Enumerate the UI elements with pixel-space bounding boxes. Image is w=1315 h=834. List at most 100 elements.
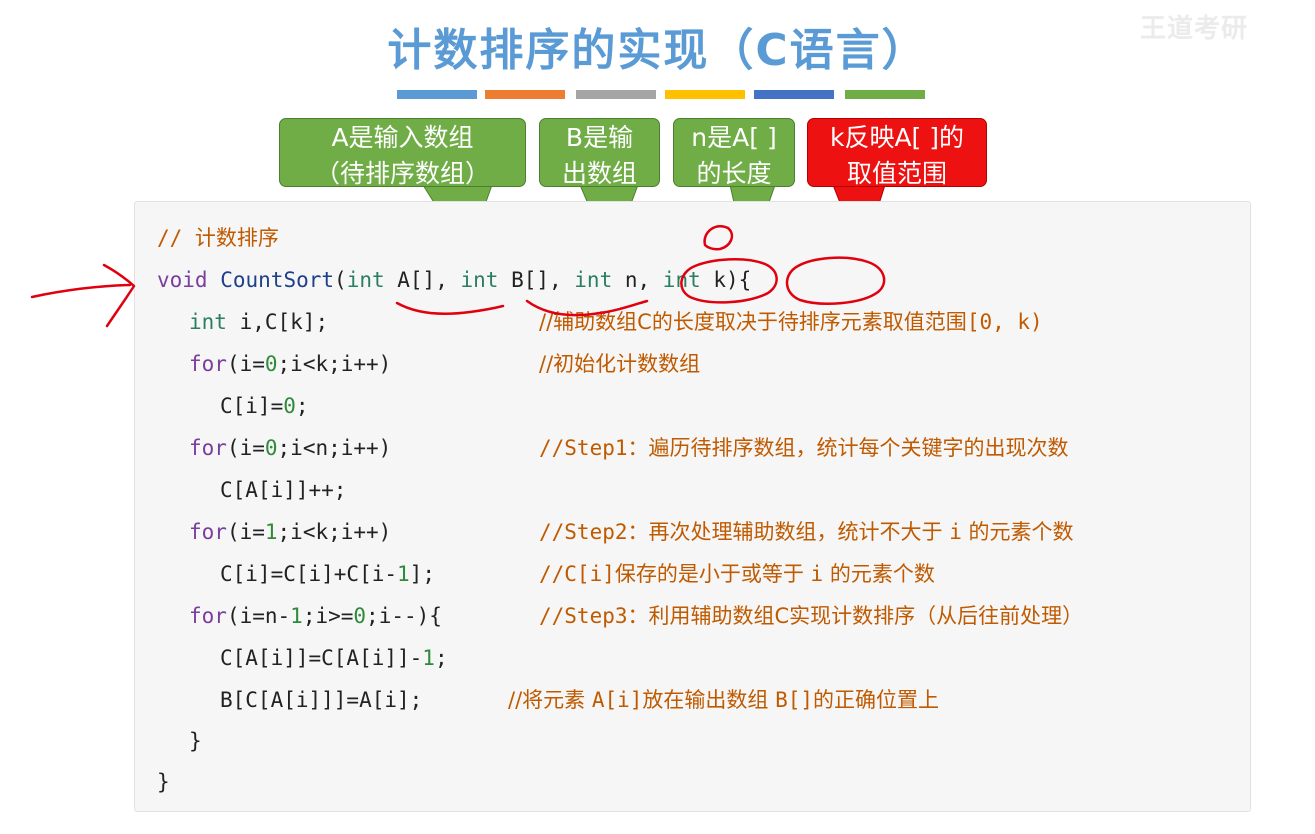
loop4-body2-comment-bb: B[] <box>775 688 814 712</box>
code-line-loop1: for(i=0;i<k;i++) <box>189 344 391 384</box>
loop3-body-one: 1 <box>397 562 410 586</box>
loop3-for: for <box>189 520 227 544</box>
code-line-loop4-body2-comment: //将元素 A[i]放在输出数组 B[]的正确位置上 <box>508 680 939 720</box>
loop2-comment: ：遍历待排序数组，统计每个关键字的出现次数 <box>627 436 1069 460</box>
code-line-close-outer: } <box>157 762 170 802</box>
loop1-for: for <box>189 352 227 376</box>
param-b-type: int <box>460 268 499 292</box>
loop4-body1-post: ; <box>434 646 448 670</box>
function-name: CountSort <box>220 268 335 292</box>
code-line-declaration-comment: //辅助数组C的长度取决于待排序元素取值范围[0, k) <box>539 302 1043 342</box>
loop2-comment-step: //Step1 <box>539 436 628 460</box>
loop4-for: for <box>189 604 227 628</box>
code-line-loop1-comment: //初始化计数数组 <box>539 344 700 384</box>
arrow-head <box>102 263 136 328</box>
loop4-body1-one: 1 <box>422 646 435 670</box>
loop3-body-pre: C[i]=C[i]+C[i- <box>220 562 398 586</box>
kw-void: void <box>157 268 208 292</box>
code-line-loop2-body: C[A[i]]++; <box>220 470 346 510</box>
loop3-comment-tail: 的元素个数 <box>961 520 1074 544</box>
callout-b-line2: 出数组 <box>561 159 637 188</box>
callout-n-line1: n是A[ ] <box>691 123 777 152</box>
callout-k-line1: k反映A[ ]的 <box>829 123 965 152</box>
code-line-comment-header: // 计数排序 <box>157 218 279 258</box>
callout-b-line1: B是输 <box>565 123 634 152</box>
loop3-mid: ;i<k;i++) <box>277 520 392 544</box>
loop2-body: C[A[i]]++; <box>220 478 347 502</box>
callout-n-line2: 的长度 <box>696 159 772 188</box>
loop1-zero: 0 <box>264 352 278 376</box>
code-line-loop3-comment: //Step2：再次处理辅助数组，统计不大于 i 的元素个数 <box>539 512 1074 552</box>
loop1-mid: ;i<k;i++) <box>277 352 392 376</box>
color-bar-6 <box>845 90 925 99</box>
param-k-type: int <box>662 268 701 292</box>
callout-a-line1: A是输入数组 <box>331 123 474 152</box>
code-line-loop4-body2: B[C[A[i]]]=A[i]; <box>220 680 422 720</box>
code-line-loop4-comment: //Step3：利用辅助数组C实现计数排序（从后往前处理） <box>539 596 1083 636</box>
loop2-mid: ;i<n;i++) <box>277 436 392 460</box>
code-line-loop2: for(i=0;i<n;i++) <box>189 428 391 468</box>
loop4-pre: (i=n- <box>226 604 291 628</box>
color-bar-4 <box>665 90 745 99</box>
param-n-type: int <box>574 268 613 292</box>
loop4-body2-comment-b: 放在输出数组 <box>642 688 776 712</box>
loop2-for: for <box>189 436 227 460</box>
loop4-comment: ：利用辅助数组C实现计数排序（从后往前处理） <box>627 604 1084 628</box>
color-bar-5 <box>754 90 834 99</box>
watermark-logo: 王道考研 <box>1140 14 1249 44</box>
decl-vars: i,C[k]; <box>226 310 329 334</box>
code-line-loop4: for(i=n-1;i>=0;i--){ <box>189 596 442 636</box>
color-bar-3 <box>576 90 656 99</box>
loop2-zero: 0 <box>264 436 278 460</box>
loop3-comment: ：再次处理辅助数组，统计不大于 <box>627 520 950 544</box>
param-b: B[], <box>498 268 575 292</box>
decl-type: int <box>189 310 227 334</box>
loop3-pre: (i= <box>226 520 265 544</box>
param-k: k){ <box>700 268 752 292</box>
loop4-body1-pre: C[A[i]]=C[A[i]]- <box>220 646 423 670</box>
loop3-one: 1 <box>264 520 278 544</box>
loop4-zero: 0 <box>353 604 367 628</box>
loop1-body-post: ; <box>295 394 309 418</box>
loop1-body-zero: 0 <box>283 394 296 418</box>
loop1-body-pre: C[i]= <box>220 394 284 418</box>
param-n: n, <box>612 268 663 292</box>
decl-comment: //辅助数组C的长度取决于待排序元素取值范围 <box>539 310 967 334</box>
color-bar-strip <box>397 90 957 99</box>
loop4-one: 1 <box>290 604 303 628</box>
color-bar-2 <box>485 90 565 99</box>
loop3-body-comment-tail: 的元素个数 <box>823 562 935 586</box>
callout-n-length: n是A[ ] 的长度 <box>673 118 795 188</box>
loop1-pre: (i= <box>226 352 265 376</box>
arrow-shaft <box>30 283 132 299</box>
loop3-comment-step: //Step2 <box>539 520 628 544</box>
loop4-body2-comment-a: //将元素 <box>508 688 592 712</box>
loop4-body2-comment-c: 的正确位置上 <box>813 688 940 712</box>
loop3-body-comment-var: i <box>810 562 824 586</box>
callout-b-output-array: B是输 出数组 <box>539 118 660 188</box>
close-inner-brace: } <box>189 729 202 753</box>
code-line-signature: void CountSort(int A[], int B[], int n, … <box>157 260 751 300</box>
param-a-type: int <box>346 268 385 292</box>
loop4-body2-code: B[C[A[i]]]=A[i]; <box>220 688 423 712</box>
code-line-declaration: int i,C[k]; <box>189 302 328 342</box>
code-line-loop3-body: C[i]=C[i]+C[i-1]; <box>220 554 435 594</box>
code-line-loop4-body1: C[A[i]]=C[A[i]]-1; <box>220 638 448 678</box>
color-bar-1 <box>397 90 477 99</box>
param-a: A[], <box>384 268 461 292</box>
loop2-pre: (i= <box>226 436 265 460</box>
callout-k-range: k反映A[ ]的 取值范围 <box>807 118 987 188</box>
loop4-mid: ;i>= <box>302 604 354 628</box>
code-line-loop2-comment: //Step1：遍历待排序数组，统计每个关键字的出现次数 <box>539 428 1069 468</box>
code-line-loop3: for(i=1;i<k;i++) <box>189 512 391 552</box>
code-line-close-inner: } <box>189 721 202 761</box>
code-line-loop3-body-comment: //C[i]保存的是小于或等于 i 的元素个数 <box>539 554 935 594</box>
paren-open: ( <box>334 268 347 292</box>
slide-title: 计数排序的实现（C语言） <box>387 25 928 76</box>
loop1-comment: //初始化计数数组 <box>539 352 701 376</box>
loop4-comment-step: //Step3 <box>539 604 628 628</box>
loop3-comment-var: i <box>949 520 962 544</box>
callout-a-line2: （待排序数组） <box>314 159 490 188</box>
callout-k-line2: 取值范围 <box>846 159 947 188</box>
loop4-post: ;i--){ <box>366 604 442 628</box>
